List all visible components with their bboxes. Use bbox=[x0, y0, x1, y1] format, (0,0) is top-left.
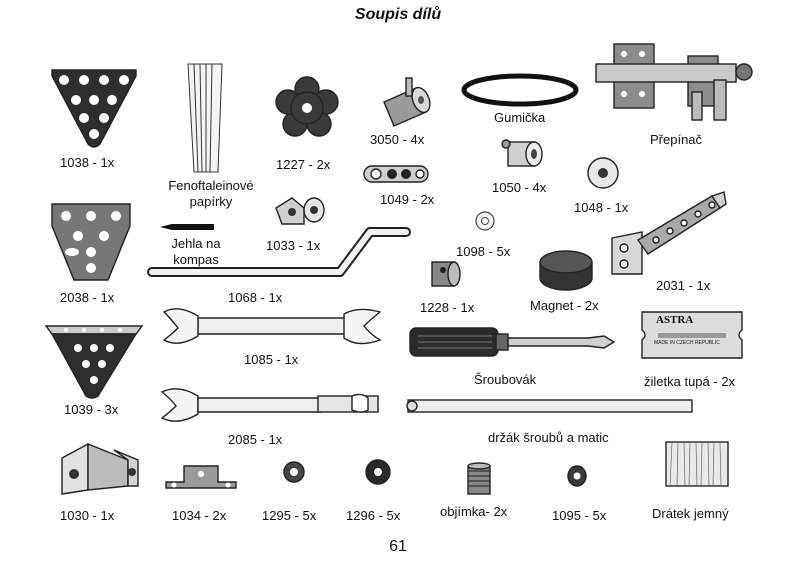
double-bracket-icon bbox=[58, 434, 142, 498]
small-nut-icon bbox=[566, 464, 588, 488]
part-label-jehla: Jehla na kompas bbox=[171, 236, 221, 267]
trapezoid-plate-icon bbox=[48, 200, 134, 284]
flower-washer-icon bbox=[274, 76, 340, 140]
part-label-1228: 1228 - 1x bbox=[420, 300, 475, 315]
bracket-icon bbox=[272, 194, 328, 228]
page-number: 61 bbox=[389, 538, 407, 555]
part-label-1050: 1050 - 4x bbox=[492, 180, 547, 195]
wrench-icon bbox=[158, 304, 388, 348]
switch-icon bbox=[595, 42, 756, 124]
part-label-prepinac: Přepínač bbox=[650, 132, 703, 147]
razor-blade-icon bbox=[636, 308, 748, 362]
spacer-icon bbox=[500, 134, 544, 174]
angle-strip-icon bbox=[608, 188, 728, 278]
screwdriver-icon bbox=[408, 322, 618, 362]
bent-plate-icon bbox=[42, 322, 146, 400]
part-label-1085: 1085 - 1x bbox=[244, 352, 299, 367]
page-title: Soupis dílů bbox=[354, 6, 442, 23]
part-label-3050: 3050 - 4x bbox=[370, 132, 425, 147]
fine-wire-icon bbox=[664, 440, 732, 490]
part-label-1098: 1098 - 5x bbox=[456, 244, 511, 259]
part-label-ziletka: žiletka tupá - 2x bbox=[644, 374, 736, 389]
coupler-icon bbox=[464, 462, 494, 498]
axle-icon bbox=[362, 162, 432, 186]
part-label-1296: 1296 - 5x bbox=[346, 508, 401, 523]
washer-icon bbox=[586, 156, 620, 190]
part-label-1038: 1038 - 1x bbox=[60, 155, 115, 170]
holder-rod-icon bbox=[402, 396, 698, 416]
part-label-gumicka: Gumička bbox=[494, 110, 546, 125]
part-label-dratek: Drátek jemný bbox=[652, 506, 729, 521]
part-label-1095: 1095 - 5x bbox=[552, 508, 607, 523]
part-label-fenoftalein: Fenoftaleinové papírky bbox=[168, 178, 254, 209]
part-label-objimka: objímka- 2x bbox=[440, 504, 508, 519]
strap-icon bbox=[164, 460, 238, 489]
part-label-2038: 2038 - 1x bbox=[60, 290, 115, 305]
paper-strips-icon bbox=[186, 62, 226, 174]
nut-large-icon bbox=[364, 458, 392, 486]
part-label-2031: 2031 - 1x bbox=[656, 278, 711, 293]
part-label-1039: 1039 - 3x bbox=[64, 402, 119, 417]
rubber-band-icon bbox=[460, 72, 580, 108]
part-label-1068: 1068 - 1x bbox=[228, 290, 283, 305]
part-label-2085: 2085 - 1x bbox=[228, 432, 283, 447]
razor-brand-text: ASTRA bbox=[656, 314, 694, 326]
roller-icon bbox=[376, 77, 432, 128]
collar-icon bbox=[428, 258, 462, 290]
part-label-1227: 1227 - 2x bbox=[276, 157, 331, 172]
wrench-long-icon bbox=[156, 384, 382, 426]
part-label-1295: 1295 - 5x bbox=[262, 508, 317, 523]
part-label-1030: 1030 - 1x bbox=[60, 508, 115, 523]
magnet-icon bbox=[536, 248, 596, 292]
small-washer-icon bbox=[474, 210, 496, 232]
crank-rod-icon bbox=[144, 224, 414, 282]
needle-icon bbox=[160, 222, 216, 232]
razor-small-text: MADE IN CZECH REPUBLIC bbox=[654, 340, 720, 346]
part-label-sroubovak: Šroubovák bbox=[474, 372, 537, 387]
part-label-1048: 1048 - 1x bbox=[574, 200, 629, 215]
part-label-magnet: Magnet - 2x bbox=[530, 298, 599, 313]
nut-icon bbox=[282, 460, 306, 484]
part-label-1033: 1033 - 1x bbox=[266, 238, 321, 253]
part-label-1049: 1049 - 2x bbox=[380, 192, 435, 207]
part-label-1034: 1034 - 2x bbox=[172, 508, 227, 523]
triangle-plate-icon bbox=[48, 66, 140, 150]
part-label-drzak: držák šroubů a matic bbox=[488, 430, 609, 445]
